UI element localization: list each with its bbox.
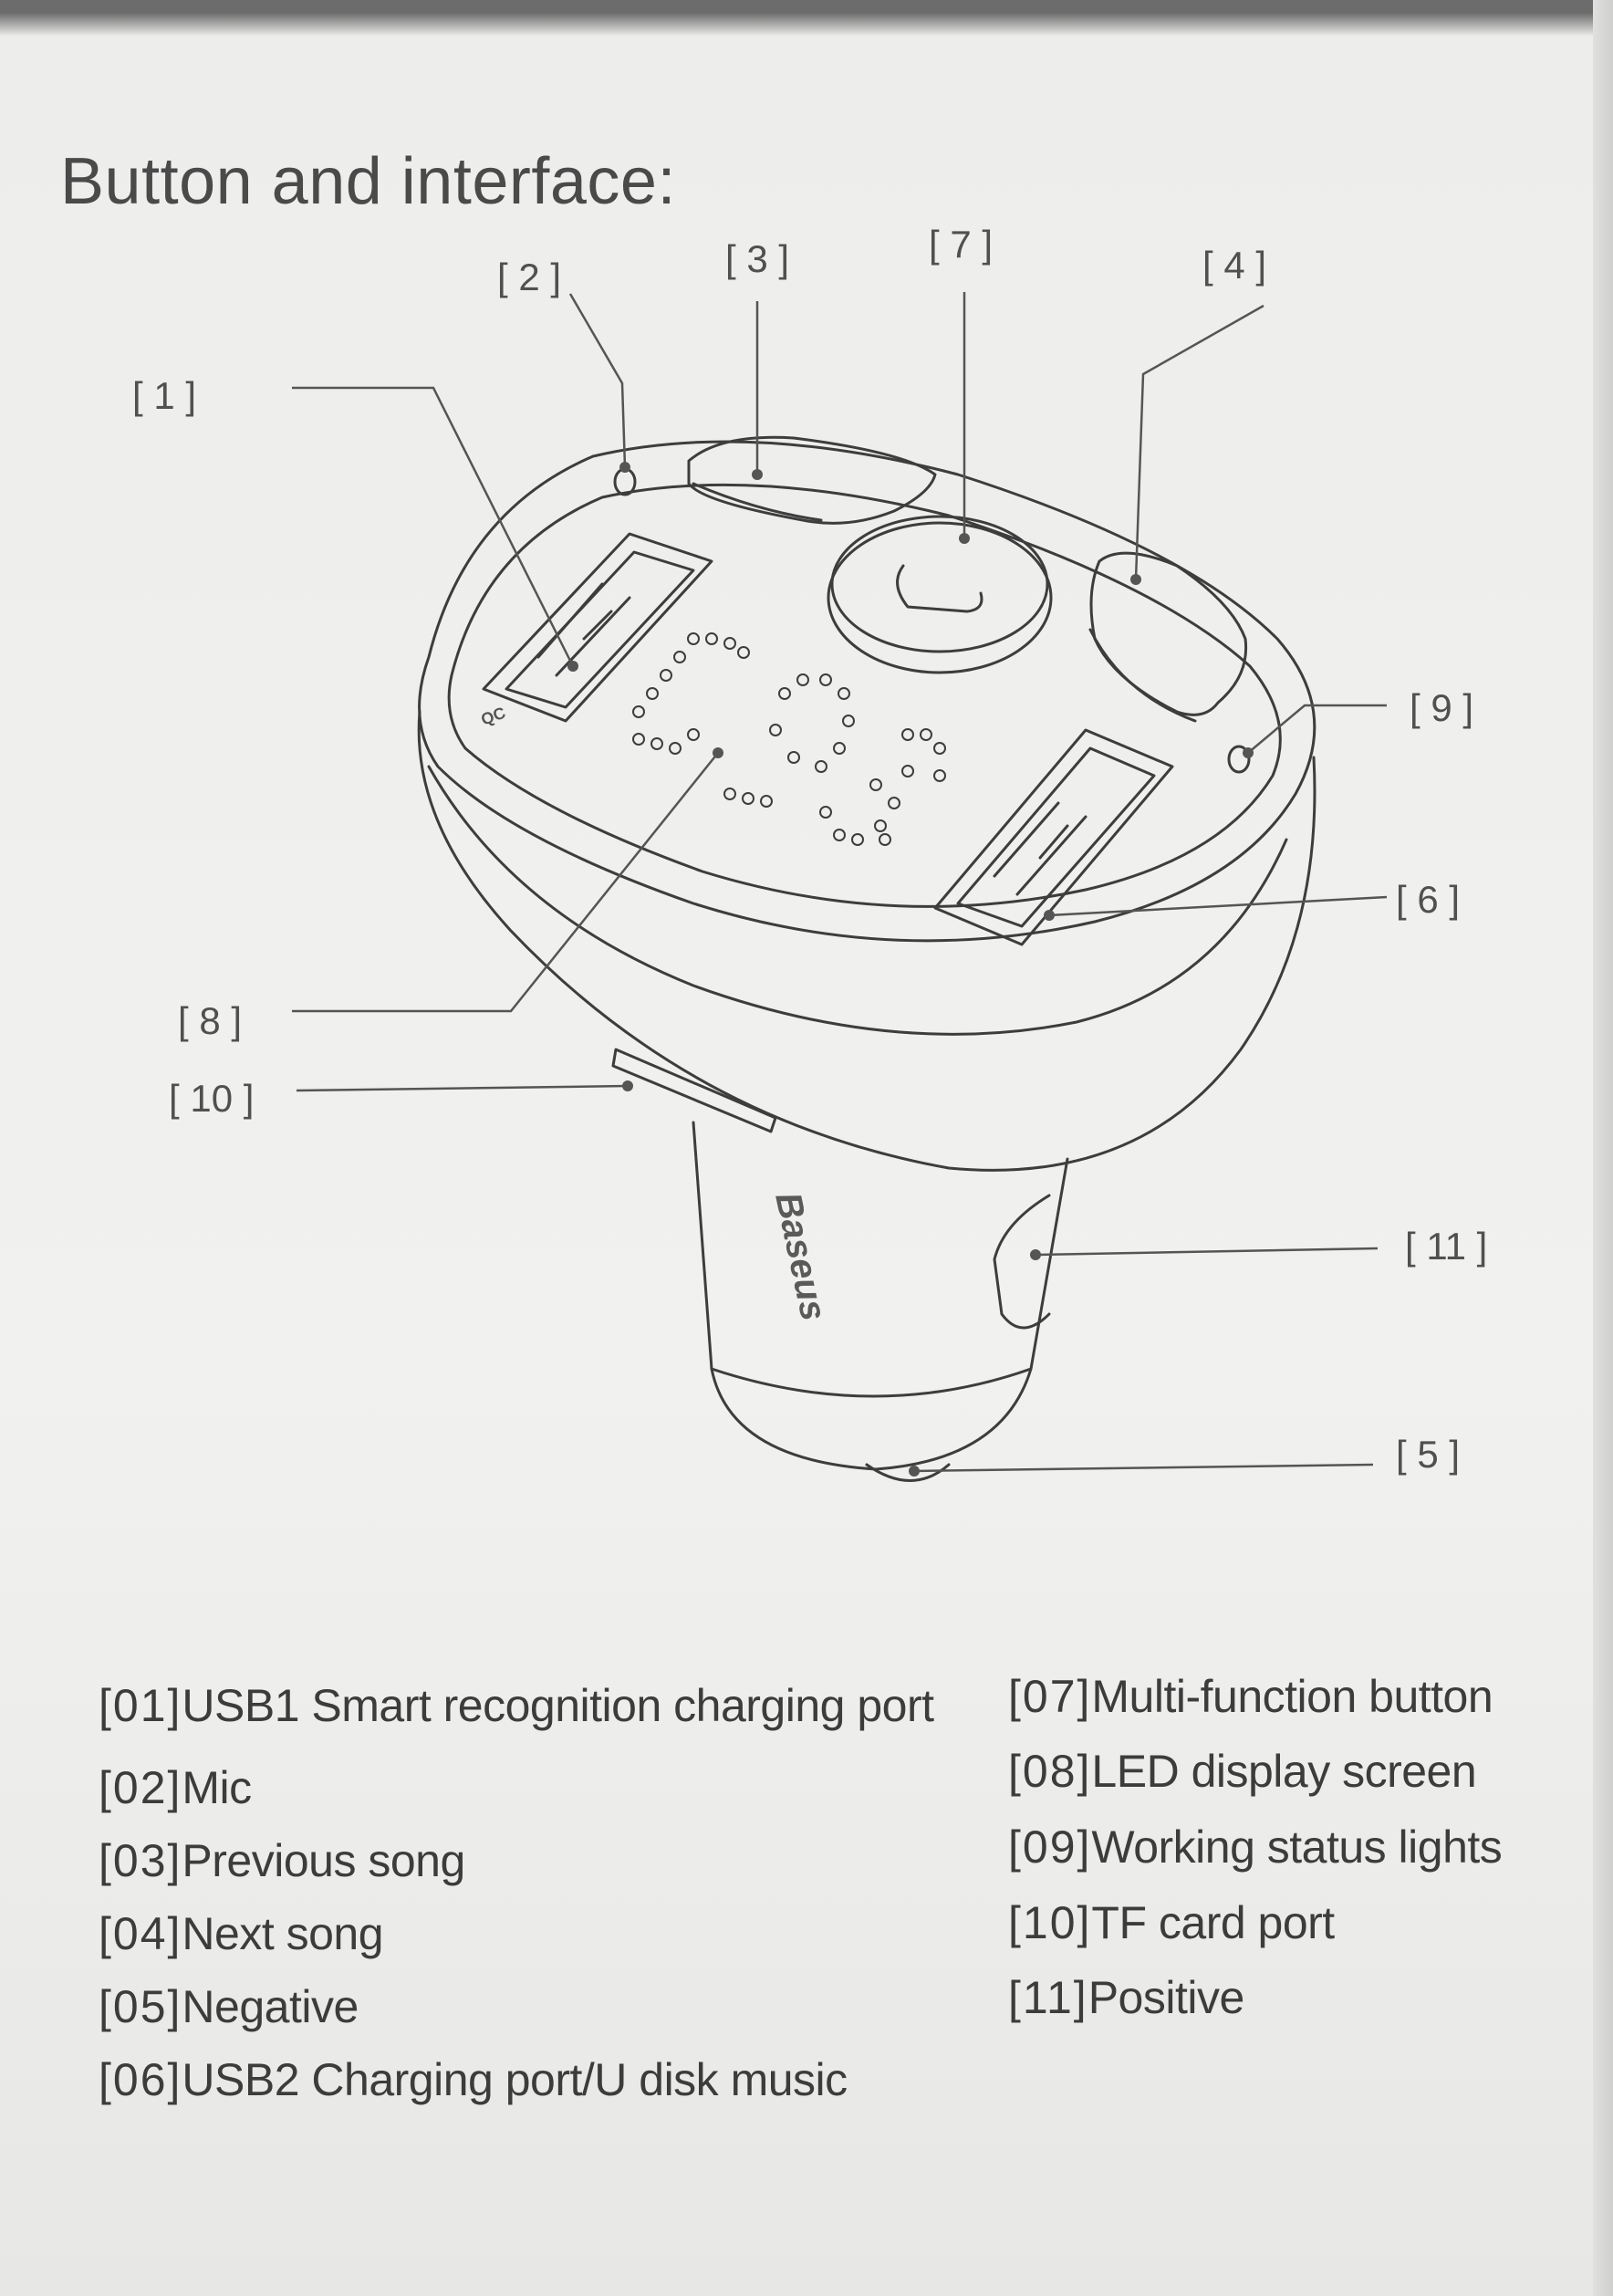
- legend-item-05: [05]Negative: [99, 1981, 359, 2032]
- device-diagram: Baseus QC [ 1 ] [ 2 ] [ 3 ] [ 7 ] [ 4 ] …: [132, 223, 1487, 1482]
- page-edge: [1593, 0, 1613, 2296]
- callout-6: [ 6 ]: [1396, 878, 1460, 921]
- plug-outline: [692, 1121, 1069, 1471]
- callout-9: [ 9 ]: [1410, 686, 1473, 729]
- callout-10: [ 10 ]: [169, 1077, 254, 1120]
- legend-item-10: [10]TF card port: [1008, 1897, 1335, 1948]
- positive-contact: [993, 1194, 1051, 1330]
- legend-item-06: [06]USB2 Charging port/U disk music: [99, 2054, 848, 2105]
- legend-item-09: [09]Working status lights: [1008, 1821, 1503, 1873]
- led-display-screen: [632, 632, 946, 846]
- usb1-port: [482, 532, 713, 723]
- callout-8: [ 8 ]: [178, 999, 242, 1042]
- legend-item-03: [03]Previous song: [99, 1835, 465, 1886]
- legend-item-08: [08]LED display screen: [1008, 1746, 1477, 1797]
- callout-5: [ 5 ]: [1396, 1433, 1460, 1476]
- mic-hole: [613, 467, 637, 496]
- multi-function-button: [827, 521, 1053, 674]
- legend-item-04: [04]Next song: [99, 1908, 384, 1959]
- next-song-button: [1089, 551, 1248, 716]
- brand-logo: Baseus: [767, 1189, 834, 1324]
- callout-2: [ 2 ]: [497, 256, 561, 298]
- page-title: Button and interface:: [60, 145, 676, 218]
- top-face: [418, 440, 1316, 943]
- legend-item-07: [07]Multi-function button: [1008, 1671, 1493, 1722]
- usb2-port: [933, 728, 1174, 946]
- previous-song-button: [687, 435, 937, 525]
- status-light: [1227, 745, 1251, 774]
- callout-1: [ 1 ]: [132, 374, 196, 417]
- body-outline: [417, 710, 1316, 1172]
- callout-3: [ 3 ]: [725, 237, 789, 280]
- qc-mark: QC: [479, 704, 508, 729]
- tf-card-slot: [611, 1048, 777, 1133]
- legend-item-01: [01]USB1 Smart recognition charging port: [99, 1680, 934, 1731]
- callout-4: [ 4 ]: [1202, 244, 1266, 287]
- phone-icon: [896, 564, 983, 613]
- callout-7: [ 7 ]: [929, 223, 993, 266]
- legend-item-11: [11]Positive: [1008, 1972, 1244, 2023]
- legend-item-02: [02]Mic: [99, 1762, 252, 1813]
- negative-tip: [865, 1463, 951, 1482]
- callout-11: [ 11 ]: [1405, 1225, 1487, 1268]
